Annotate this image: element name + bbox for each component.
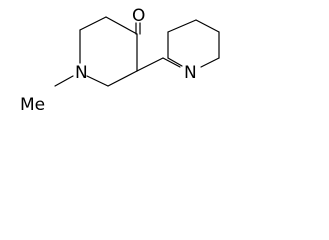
piperidine-nitrogen-label: N [184, 63, 197, 83]
bond-c5-c6 [107, 70, 138, 87]
bond-c5-ch2 [136, 57, 164, 72]
bond-pc3-c4 [195, 19, 220, 33]
bond-pc4-c5 [167, 19, 197, 33]
chemical-structure-diagram: O N Me N [20, 6, 220, 115]
methyl-label: Me [20, 95, 45, 115]
ring-nitrogen-label: N [75, 63, 88, 83]
bond-c6-n1 [86, 75, 109, 87]
bond-n1-methyl [54, 75, 74, 87]
bond-ch2-n [162, 57, 181, 68]
bond-c3-c4 [105, 16, 138, 35]
oxygen-label: O [132, 6, 145, 26]
bond-c2-c3 [79, 16, 107, 31]
bond-pn-c2 [200, 57, 220, 68]
bond-pc6-n [167, 57, 183, 67]
